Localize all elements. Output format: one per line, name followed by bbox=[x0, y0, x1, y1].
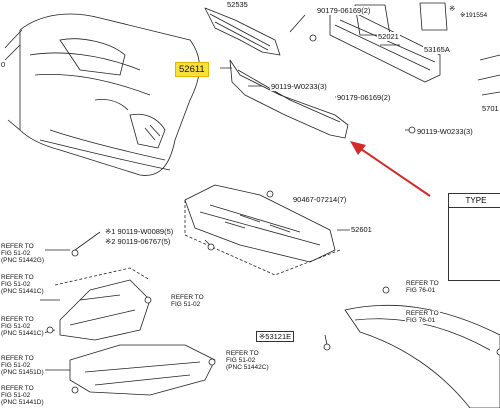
part-label-52611[interactable]: 52611 bbox=[175, 62, 209, 77]
ref-mark-b: ※191554 bbox=[459, 12, 489, 19]
part-label-90119-b[interactable]: 90119-W0233(3) bbox=[416, 127, 474, 136]
part-label-90119-c[interactable]: ※1 90119-W0089(5) bbox=[104, 227, 175, 236]
part-label-90467[interactable]: 90467-07214(7) bbox=[292, 195, 348, 204]
part-label-53121E[interactable]: ※53121E bbox=[256, 331, 295, 342]
type-legend-box: TYPE bbox=[448, 193, 500, 281]
part-label-90119-a[interactable]: 90119-W0233(3) bbox=[270, 82, 328, 91]
part-label-53165A[interactable]: 53165A bbox=[423, 45, 451, 54]
part-label-90119-d[interactable]: ※2 90119-06767(5) bbox=[104, 237, 172, 246]
part-label-52021[interactable]: 52021 bbox=[377, 32, 400, 41]
part-label-52601[interactable]: 52601 bbox=[350, 225, 373, 234]
part-label-5701[interactable]: 5701 bbox=[481, 104, 500, 113]
type-legend-title: TYPE bbox=[449, 194, 500, 208]
part-label-90179-b[interactable]: 90179-06169(2) bbox=[336, 93, 392, 102]
bolt-icon bbox=[46, 34, 500, 394]
pointer-arrow bbox=[350, 141, 431, 197]
part-label-left: 0 bbox=[0, 60, 7, 69]
ref-mark-a: ※ bbox=[448, 4, 457, 13]
part-label-90179-a[interactable]: 90179-06169(2) bbox=[316, 6, 372, 15]
part-label-52535[interactable]: 52535 bbox=[226, 0, 249, 9]
